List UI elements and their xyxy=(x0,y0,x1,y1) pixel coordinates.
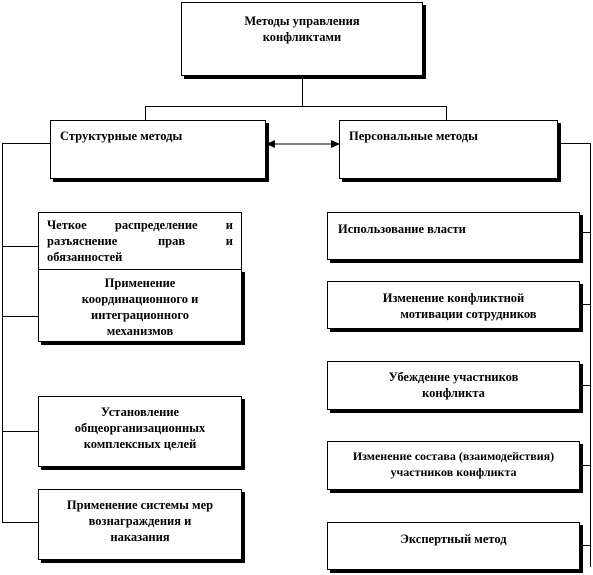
right-bracket-top xyxy=(558,143,591,144)
structural-item-3-line-1: Установление xyxy=(100,405,180,419)
left-tick-2 xyxy=(2,316,38,317)
right-tick-5 xyxy=(580,545,590,546)
left-bracket-top xyxy=(2,143,50,144)
personal-item-3-line-1: Убеждение участников xyxy=(388,370,519,384)
structural-methods-box: Структурные методы xyxy=(50,120,266,179)
personal-item-2-line-1: Изменение конфликтной xyxy=(382,291,525,305)
structural-item-2-line-1: Применение xyxy=(104,276,176,290)
root-title-line-2: конфликтами xyxy=(262,30,342,44)
right-tick-4 xyxy=(580,465,590,466)
personal-item-4-line-1: Изменение состава (взаимодействия) xyxy=(352,449,555,463)
structural-item-4: Применение системы мер вознаграждения и … xyxy=(38,489,242,560)
personal-item-5-line-1: Экспертный метод xyxy=(400,532,507,546)
left-tick-1 xyxy=(2,246,38,247)
root-connector xyxy=(302,76,303,106)
personal-item-3-line-2: конфликта xyxy=(422,386,485,400)
structural-item-1-line-1: Четкое распределение и xyxy=(47,218,233,232)
structural-item-4-line-2: вознаграждения и xyxy=(88,514,192,528)
root-box: Методы управления конфликтами xyxy=(181,2,423,76)
personal-item-4-line-2: участников конфликта xyxy=(390,465,517,479)
structural-item-3: Установление общеорганизационных комплек… xyxy=(38,396,242,467)
right-tick-2 xyxy=(580,304,590,305)
left-tick-4 xyxy=(2,522,38,523)
structural-item-2-line-4: механизмов xyxy=(106,324,174,338)
personal-methods-box: Персональные методы xyxy=(339,120,558,179)
branch-right-drop xyxy=(446,106,447,120)
personal-item-4: Изменение состава (взаимодействия) участ… xyxy=(327,441,580,490)
left-tick-3 xyxy=(2,431,38,432)
personal-item-2-line-2: мотивации сотрудников xyxy=(400,307,537,321)
structural-item-3-line-3: комплексных целей xyxy=(83,437,197,451)
structural-item-1: Четкое распределение и разъяснение прав … xyxy=(38,212,242,270)
left-bracket-spine xyxy=(2,143,3,523)
structural-item-2-line-3: интеграционного xyxy=(91,308,189,322)
structural-item-4-line-1: Применение системы мер xyxy=(66,498,214,512)
structural-methods-title: Структурные методы xyxy=(60,129,183,143)
root-title-line-1: Методы управления xyxy=(244,14,360,28)
structural-item-3-line-2: общеорганизационных xyxy=(74,421,206,435)
structural-item-1-line-3: обязанностей xyxy=(47,250,123,264)
branch-left-drop xyxy=(145,106,146,120)
personal-item-5: Экспертный метод xyxy=(327,522,580,570)
branch-horizontal xyxy=(145,106,447,107)
personal-item-1: Использование власти xyxy=(327,212,580,260)
structural-item-2-line-2: координационного и xyxy=(81,292,199,306)
personal-item-3: Убеждение участников конфликта xyxy=(327,361,580,410)
structural-item-4-line-3: наказания xyxy=(110,530,170,544)
structural-item-2: Применение координационного и интеграцио… xyxy=(38,269,242,342)
right-bracket-spine xyxy=(590,143,591,567)
personal-item-1-line-1: Использование власти xyxy=(338,222,466,236)
personal-item-2: Изменение конфликтной мотивации сотрудни… xyxy=(327,281,580,329)
right-tick-3 xyxy=(580,385,590,386)
structural-item-1-line-2: разъяснение прав и xyxy=(47,234,233,248)
right-tick-1 xyxy=(580,232,590,233)
personal-methods-title: Персональные методы xyxy=(349,129,478,143)
